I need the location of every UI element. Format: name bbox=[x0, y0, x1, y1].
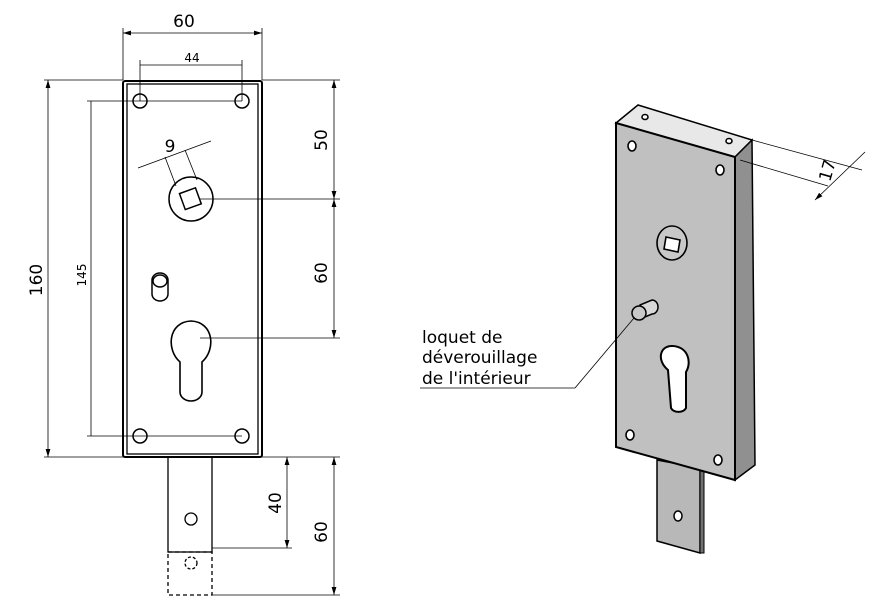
iso-dimension bbox=[739, 139, 866, 201]
dim-spindle-to-cylinder: 60 bbox=[312, 262, 332, 284]
callout-leader bbox=[574, 317, 635, 389]
cylinder-keyhole bbox=[170, 320, 212, 402]
front-view bbox=[44, 28, 340, 596]
bolt bbox=[167, 456, 213, 596]
iso-view bbox=[420, 104, 866, 554]
callout-label: loquet de déverouillage de l'intérieur bbox=[422, 328, 537, 389]
iso-cylinder-keyhole bbox=[659, 344, 690, 413]
dimension-labels: 60 44 160 145 9 50 60 40 60 bbox=[27, 12, 332, 543]
dim-hole-spacing-v: 145 bbox=[75, 264, 89, 287]
iso-unlock-latch bbox=[631, 299, 659, 321]
lock-front-face bbox=[615, 121, 736, 482]
dim-width: 60 bbox=[173, 12, 195, 32]
iso-spindle-hub bbox=[656, 225, 688, 261]
mounting-holes bbox=[132, 93, 250, 444]
unlock-latch bbox=[151, 272, 169, 302]
callout-line-3: de l'intérieur bbox=[422, 369, 531, 389]
bolt-iso bbox=[656, 459, 701, 554]
lock-side-face bbox=[734, 138, 756, 482]
lock-plate-inner bbox=[126, 83, 259, 455]
dim-hole-spacing-h: 44 bbox=[184, 51, 199, 65]
callout-line-1: loquet de bbox=[422, 328, 502, 348]
dim-bolt-travel: 40 bbox=[266, 492, 286, 514]
callout-line-2: déverouillage bbox=[422, 348, 537, 368]
iso-mounting-holes bbox=[625, 113, 733, 466]
dimension-lines bbox=[44, 28, 340, 596]
dim-depth: 17 bbox=[816, 157, 841, 183]
dim-bolt-extension: 60 bbox=[312, 521, 332, 543]
dim-spindle-square: 9 bbox=[165, 137, 176, 157]
dim-height: 160 bbox=[27, 264, 47, 296]
dim-top-to-spindle: 50 bbox=[312, 129, 332, 151]
